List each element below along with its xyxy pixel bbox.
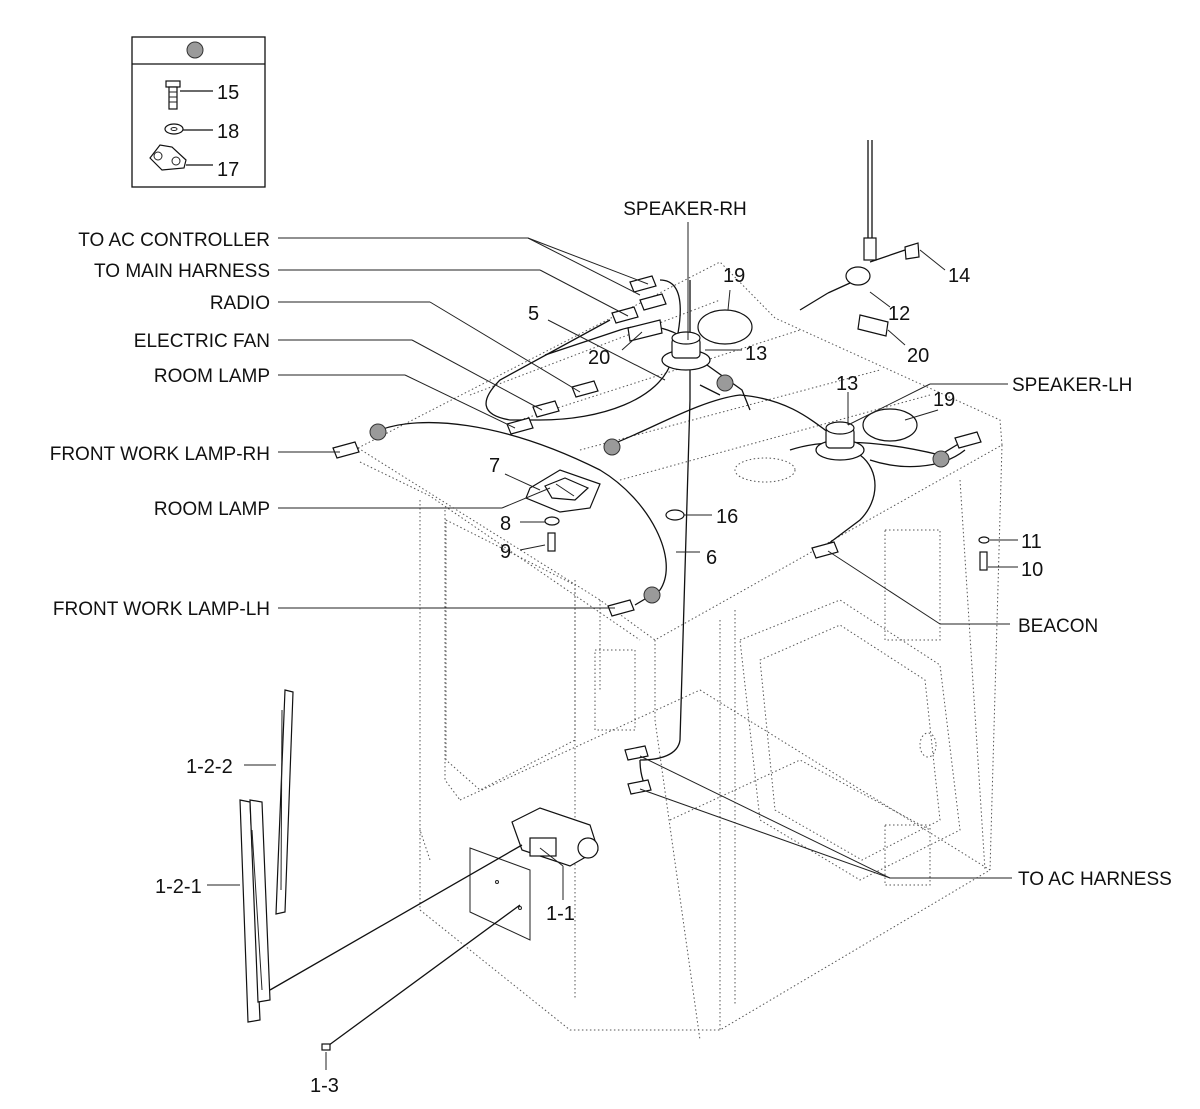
grommet-icon [665, 509, 685, 521]
cab-body [356, 261, 1003, 1041]
screw-icon [904, 242, 920, 260]
nut-icon [321, 1043, 331, 1051]
legend-inset: 15 18 17 [131, 36, 266, 188]
part-number-13-lh: 13 [836, 373, 858, 395]
label-to-ac-controller: TO AC CONTROLLER [78, 230, 270, 251]
part-number-20-lh: 20 [907, 345, 929, 367]
part-number-5: 5 [528, 303, 539, 325]
label-front-work-lamp-rh: FRONT WORK LAMP-RH [50, 444, 270, 465]
part-number-8: 8 [500, 513, 511, 535]
part-number-20-rh: 20 [588, 347, 610, 369]
inset-part-18: 18 [217, 121, 239, 143]
connector-icon [954, 431, 982, 449]
label-electric-fan: ELECTRIC FAN [134, 331, 270, 352]
speaker-cover-rh [697, 309, 753, 345]
harness-clip-icon [716, 374, 734, 392]
leader-lines [207, 222, 1018, 1070]
bolt-icon [165, 80, 181, 110]
part-number-9: 9 [500, 541, 511, 563]
label-beacon: BEACON [1018, 616, 1098, 637]
connector-icon [571, 380, 599, 398]
part-number-1-2-2: 1-2-2 [186, 756, 233, 778]
label-radio: RADIO [210, 293, 270, 314]
connector-icon [332, 441, 360, 459]
harness-clip-icon [643, 586, 661, 604]
part-number-12: 12 [888, 303, 910, 325]
label-to-ac-harness: TO AC HARNESS [1018, 869, 1172, 890]
wiper-arm [239, 799, 271, 1023]
speaker-lh [815, 421, 865, 461]
label-room-lamp-lower: ROOM LAMP [154, 499, 270, 520]
harness-clip-icon [603, 438, 621, 456]
washer-icon [164, 123, 184, 135]
part-number-6: 6 [706, 547, 717, 569]
speaker-rh [661, 331, 711, 371]
washer-icon [978, 536, 990, 544]
label-front-work-lamp-lh: FRONT WORK LAMP-LH [53, 599, 270, 620]
plate-icon [857, 314, 889, 337]
wiper-blade [275, 689, 294, 915]
inset-part-17: 17 [217, 159, 239, 181]
harness-clip-icon [932, 450, 950, 468]
connector-icon [506, 417, 534, 435]
part-number-7: 7 [489, 455, 500, 477]
part-number-1-1: 1-1 [546, 903, 575, 925]
part-number-1-2-1: 1-2-1 [155, 876, 202, 898]
washer-icon [544, 516, 560, 526]
connector-icon [607, 599, 635, 617]
part-number-16: 16 [716, 506, 738, 528]
label-speaker-rh: SPEAKER-RH [623, 199, 747, 220]
part-number-13-rh: 13 [745, 343, 767, 365]
label-speaker-lh: SPEAKER-LH [1012, 375, 1132, 396]
clip-icon [149, 144, 187, 171]
clip-marker-icon [186, 41, 204, 59]
harness-clip-icon [369, 423, 387, 441]
plate-icon [627, 319, 663, 342]
inset-part-15: 15 [217, 82, 239, 104]
part-number-19-lh: 19 [933, 389, 955, 411]
connector-icon [611, 306, 639, 324]
speaker-cover-lh [862, 408, 918, 442]
screw-icon [547, 532, 556, 552]
connector-icon [629, 275, 657, 293]
connector-icon [532, 400, 560, 418]
room-lamp [525, 469, 601, 513]
connector-icon [811, 541, 839, 559]
part-number-10: 10 [1021, 559, 1043, 581]
part-number-11: 11 [1021, 531, 1042, 553]
part-number-14: 14 [948, 265, 970, 287]
wiring-harness [332, 275, 982, 795]
connector-icon [624, 745, 649, 761]
label-room-lamp-upper: ROOM LAMP [154, 366, 270, 387]
connector-icon [639, 293, 667, 311]
antenna [799, 140, 906, 311]
part-number-1-3: 1-3 [310, 1075, 339, 1097]
part-number-19-rh: 19 [723, 265, 745, 287]
screw-icon [979, 551, 988, 571]
label-to-main-harness: TO MAIN HARNESS [94, 261, 270, 282]
wiper-motor [269, 807, 599, 991]
